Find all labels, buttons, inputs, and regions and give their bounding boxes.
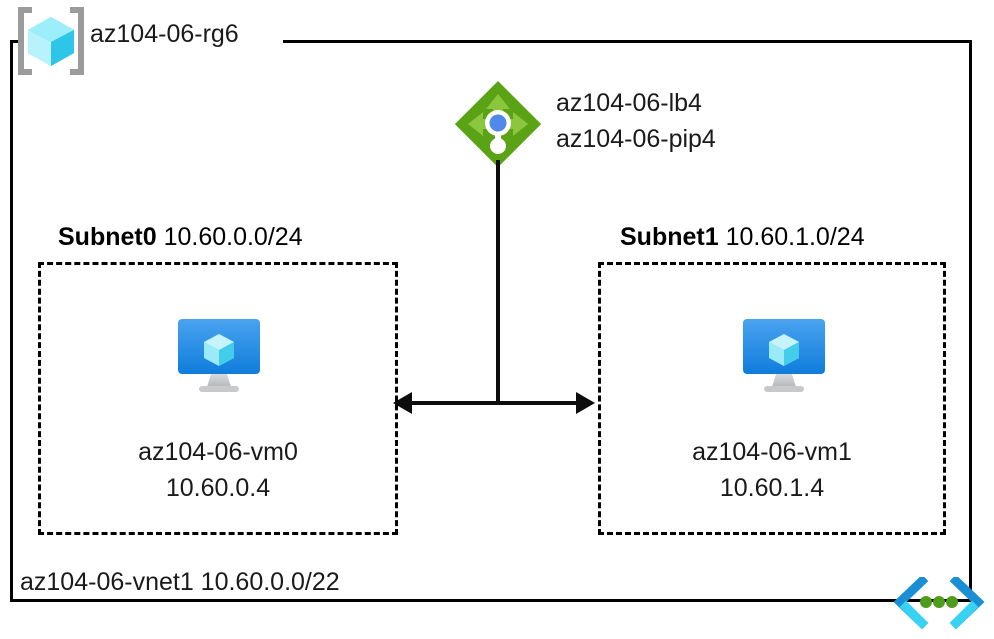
- vm1-ip-label: 10.60.1.4: [719, 474, 825, 502]
- vm0-ip-label: 10.60.0.4: [165, 474, 271, 502]
- subnet1-cidr: 10.60.1.0/24: [725, 223, 865, 251]
- resource-group-cube-icon: [16, 6, 86, 76]
- subnet1-box: [598, 262, 946, 535]
- load-balancer-icon: [452, 78, 544, 170]
- resource-group-label: az104-06-rg6: [90, 20, 239, 48]
- subnet1-vm-labels: az104-06-vm1 10.60.1.4: [598, 434, 946, 506]
- virtual-network-label: az104-06-vnet1 10.60.0.0/22: [20, 568, 340, 596]
- public-ip-name-label: az104-06-pip4: [556, 125, 716, 153]
- arrow-head-right-icon: [576, 392, 595, 414]
- subnet0-vm-labels: az104-06-vm0 10.60.0.4: [38, 434, 398, 506]
- resource-group-border-left: [10, 40, 13, 602]
- subnet0-name: Subnet0: [58, 223, 157, 251]
- subnet0-box: [38, 262, 398, 535]
- resource-group-border-right: [969, 40, 972, 602]
- subnet0-title: Subnet0 10.60.0.0/24: [58, 222, 303, 252]
- load-balancer-labels: az104-06-lb4 az104-06-pip4: [556, 85, 716, 157]
- virtual-machine-icon: [173, 315, 265, 395]
- subnet0-cidr: 10.60.0.0/24: [163, 223, 303, 251]
- resource-group-border-bottom: [10, 599, 972, 602]
- subnet1-name: Subnet1: [620, 223, 719, 251]
- resource-group-border-top-left: [10, 40, 20, 43]
- subnet1-title: Subnet1 10.60.1.0/24: [620, 222, 865, 252]
- virtual-network-icon: [892, 577, 986, 629]
- vm0-name-label: az104-06-vm0: [138, 438, 298, 466]
- load-balancer-name-label: az104-06-lb4: [556, 89, 702, 117]
- subnet-connector-line: [398, 401, 592, 405]
- virtual-machine-icon: [738, 315, 830, 395]
- load-balancer-connector-line: [496, 160, 500, 403]
- vm1-name-label: az104-06-vm1: [692, 438, 852, 466]
- resource-group-border-top-right: [283, 40, 972, 43]
